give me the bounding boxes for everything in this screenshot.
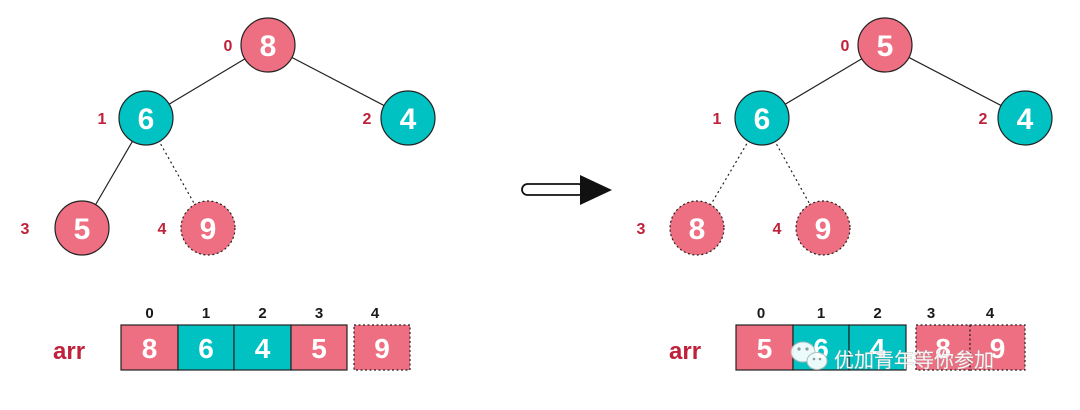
svg-text:6: 6 <box>754 103 771 136</box>
right-array: arr 5 0 6 1 4 2 8 3 9 4 <box>669 305 1026 371</box>
tree-node-2: 4 2 <box>979 90 1053 146</box>
watermark-text: 优加青年等你参加 <box>834 348 994 372</box>
node-index-label: 0 <box>841 38 850 55</box>
array-index-label: 2 <box>258 305 266 322</box>
node-index-label: 4 <box>158 221 167 238</box>
tree-node-4: 9 4 <box>158 200 236 256</box>
array-index-label: 4 <box>371 305 380 322</box>
node-index-label: 0 <box>224 38 233 55</box>
array-index-label: 3 <box>927 305 935 322</box>
svg-text:5: 5 <box>311 333 327 364</box>
svg-text:4: 4 <box>1017 103 1034 136</box>
left-tree: 8 0 6 1 4 2 5 3 9 4 <box>21 17 436 256</box>
array-cell-2: 4 2 <box>848 305 907 371</box>
array-cell-0: 5 0 <box>735 305 794 371</box>
svg-text:5: 5 <box>757 333 773 364</box>
array-index-label: 0 <box>145 305 153 322</box>
svg-text:9: 9 <box>990 333 1006 364</box>
array-cell-1: 6 1 <box>177 305 235 371</box>
svg-text:8: 8 <box>689 213 706 246</box>
tree-node-1: 6 1 <box>713 90 790 146</box>
array-index-label: 1 <box>817 305 825 322</box>
array-index-label: 2 <box>873 305 881 322</box>
svg-text:8: 8 <box>260 30 277 63</box>
svg-text:4: 4 <box>255 333 271 364</box>
wechat-icon <box>790 341 828 370</box>
tree-node-0: 8 0 <box>224 17 296 73</box>
svg-text:9: 9 <box>200 213 217 246</box>
tree-node-0: 5 0 <box>841 17 913 73</box>
array-cell-3: 5 3 <box>290 305 348 371</box>
right-tree: 5 0 6 1 4 2 8 3 9 4 <box>637 17 1053 256</box>
svg-text:8: 8 <box>935 333 951 364</box>
left-array: arr 8 0 6 1 4 2 5 3 9 4 <box>53 305 411 371</box>
watermark: 优加青年等你参加 <box>790 341 994 372</box>
svg-text:5: 5 <box>877 30 894 63</box>
array-label: arr <box>53 338 85 365</box>
array-index-label: 1 <box>202 305 210 322</box>
node-index-label: 3 <box>21 221 30 238</box>
array-index-label: 0 <box>757 305 765 322</box>
node-index-label: 3 <box>637 221 646 238</box>
array-cell-2: 4 2 <box>233 305 292 371</box>
array-index-label: 4 <box>986 305 995 322</box>
svg-text:9: 9 <box>374 333 390 364</box>
node-index-label: 1 <box>713 111 722 128</box>
node-index-label: 2 <box>363 111 372 128</box>
svg-text:4: 4 <box>870 333 886 364</box>
array-label: arr <box>669 338 701 365</box>
svg-text:6: 6 <box>198 333 214 364</box>
tree-node-3: 8 3 <box>637 200 725 256</box>
array-index-label: 3 <box>315 305 323 322</box>
array-cell-4: 9 4 <box>969 305 1026 371</box>
svg-text:5: 5 <box>74 213 91 246</box>
tree-node-3: 5 3 <box>21 200 110 256</box>
tree-node-1: 6 1 <box>98 90 174 146</box>
array-cell-0: 8 0 <box>120 305 179 371</box>
svg-text:6: 6 <box>138 103 155 136</box>
svg-text:4: 4 <box>400 103 417 136</box>
tree-node-4: 9 4 <box>773 200 851 256</box>
tree-node-2: 4 2 <box>363 90 436 146</box>
svg-text:8: 8 <box>142 333 158 364</box>
node-index-label: 4 <box>773 221 782 238</box>
node-index-label: 1 <box>98 111 107 128</box>
svg-text:9: 9 <box>815 213 832 246</box>
node-index-label: 2 <box>979 111 988 128</box>
right-arrow-icon <box>521 175 612 205</box>
array-cell-4: 9 4 <box>353 305 411 371</box>
